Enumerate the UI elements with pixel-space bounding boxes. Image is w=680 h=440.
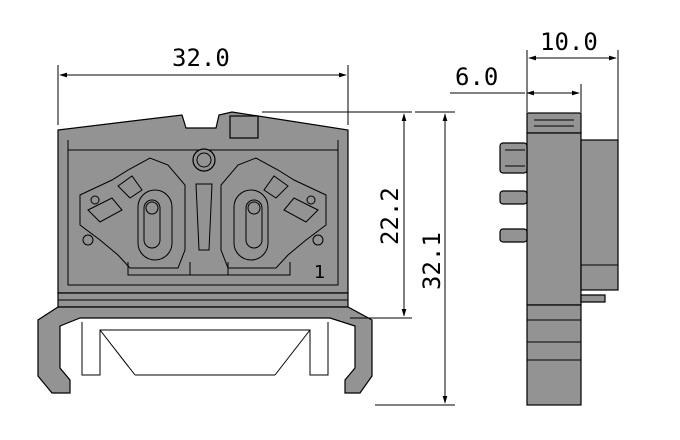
side-plug-upper — [499, 142, 528, 174]
front-housing — [57, 111, 349, 294]
dim-side-total-label: 10.0 — [540, 28, 598, 56]
release-tab — [229, 115, 259, 139]
dim-side-partial: 6.0 — [450, 63, 582, 112]
dim-height-total: 32.1 — [375, 111, 455, 406]
clamp-right — [220, 157, 327, 269]
dim-width-total-label: 32.0 — [172, 44, 230, 72]
side-body — [526, 132, 582, 306]
dim-height-housing-label: 22.2 — [376, 187, 404, 245]
side-rear-block — [580, 139, 619, 291]
dim-side-partial-label: 6.0 — [455, 63, 498, 91]
dim-height-housing: 22.2 — [262, 111, 412, 319]
side-view — [499, 112, 619, 406]
front-view: 1 — [37, 111, 373, 394]
center-slot — [195, 183, 213, 251]
position-number: 1 — [314, 262, 325, 283]
side-foot — [526, 304, 582, 406]
dim-side-total: 10.0 — [526, 28, 619, 140]
din-rail-foot — [37, 306, 373, 394]
clamp-left — [79, 157, 186, 269]
front-inner-panel — [67, 140, 339, 286]
test-hole — [192, 148, 216, 172]
dim-height-total-label: 32.1 — [418, 232, 446, 290]
dim-width-total: 32.0 — [57, 44, 349, 125]
